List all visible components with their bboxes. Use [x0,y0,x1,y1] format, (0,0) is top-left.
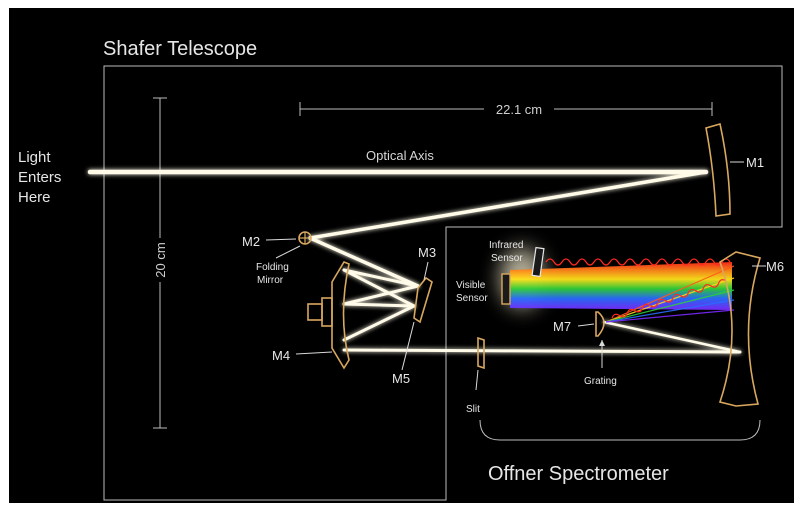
slit-leader [475,369,479,391]
beam-m2-to-m3 [308,236,420,288]
m6-label: M6 [766,259,784,274]
beam-m4-to-m3-cross [342,284,420,306]
spectrometer-bracket [479,419,761,441]
m1-label: M1 [746,155,764,170]
light-label-line2: Enters [18,169,61,186]
ray-blue [605,299,735,323]
infrared-wave-upper [545,258,731,266]
spectrum-band [510,262,732,310]
light-label-line1: Light [18,149,51,166]
optical-axis-label: Optical Axis [366,148,434,163]
m5-leader [401,321,415,371]
m7-label: M7 [553,319,571,334]
m1-mirror [705,122,731,217]
m4-leader [295,351,333,355]
beam-m5-to-m4-middle [342,302,416,308]
m2-label: M2 [242,234,260,249]
grating-arrow [599,340,605,346]
height-dimension-label: 20 cm [153,242,168,277]
width-label-backdrop [484,100,554,118]
ray-green [605,289,735,323]
visible-sensor [501,273,511,305]
m7-leader [577,323,595,327]
m2-leader [265,238,297,241]
m4-mirror [331,261,350,370]
m6-mirror [718,251,762,407]
beam-m1-to-m2 [308,170,708,240]
folding-mirror-label-line2: Mirror [257,275,284,286]
folding-mirror-leader [275,245,301,259]
beam-m6-to-m7 [602,320,742,354]
m4-label: M4 [272,348,290,363]
m7-grating [595,311,605,337]
spectrometer-title: Offner Spectrometer [488,463,669,485]
ray-violet [605,309,735,323]
visible-sensor-label-line1: Visible [456,280,486,291]
beam-m4-to-m5 [342,268,416,308]
slit-label: Slit [466,404,480,415]
infrared-sensor-label-line1: Infrared [489,240,523,251]
folding-mirror-label-line1: Folding [256,262,289,273]
beam-m3-to-m4-upper [342,268,420,288]
m3-leader [423,261,429,281]
m4-mount [321,297,333,327]
light-label-line3: Here [18,189,51,206]
m5-label: M5 [392,371,410,386]
m3-label: M3 [418,245,436,260]
height-label-backdrop [151,238,169,282]
m4-mount-base [307,303,323,321]
telescope-outline [103,65,783,501]
light-beams [87,169,742,354]
slit [477,336,485,370]
infrared-sensor-label-line2: Sensor [491,253,523,264]
beam-m4-to-m6 [342,348,742,354]
infrared-wave-lower [611,279,727,319]
telescope-title: Shafer Telescope [103,38,257,60]
m3-mirror [413,276,433,324]
width-dimension-label: 22.1 cm [496,102,542,117]
ray-yellow [605,277,735,323]
infrared-sensor [531,246,545,278]
grating-label: Grating [584,376,617,387]
beam-m5-to-m4-lower [342,304,416,342]
visible-sensor-label-line2: Sensor [456,293,488,304]
diagram-background [9,8,794,503]
